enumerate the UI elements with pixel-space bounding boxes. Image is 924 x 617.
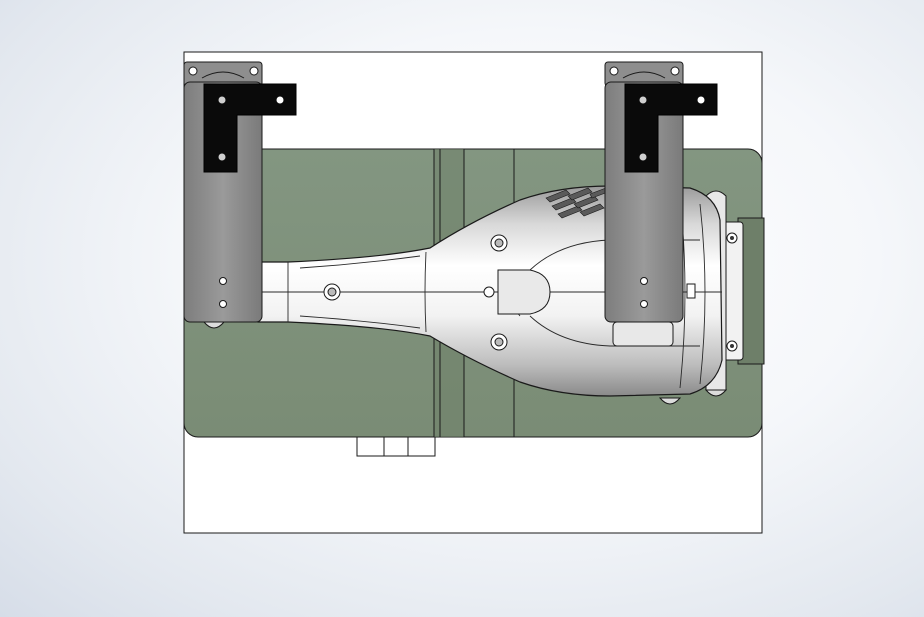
intake-cap[interactable]	[483, 269, 551, 315]
cooling-vents	[545, 187, 609, 219]
bottom-mount-block[interactable]	[356, 436, 436, 457]
left-clamp[interactable]	[203, 83, 297, 173]
right-clamp[interactable]	[624, 83, 718, 173]
plate-feet	[202, 321, 728, 405]
housing-screws[interactable]	[323, 234, 508, 351]
